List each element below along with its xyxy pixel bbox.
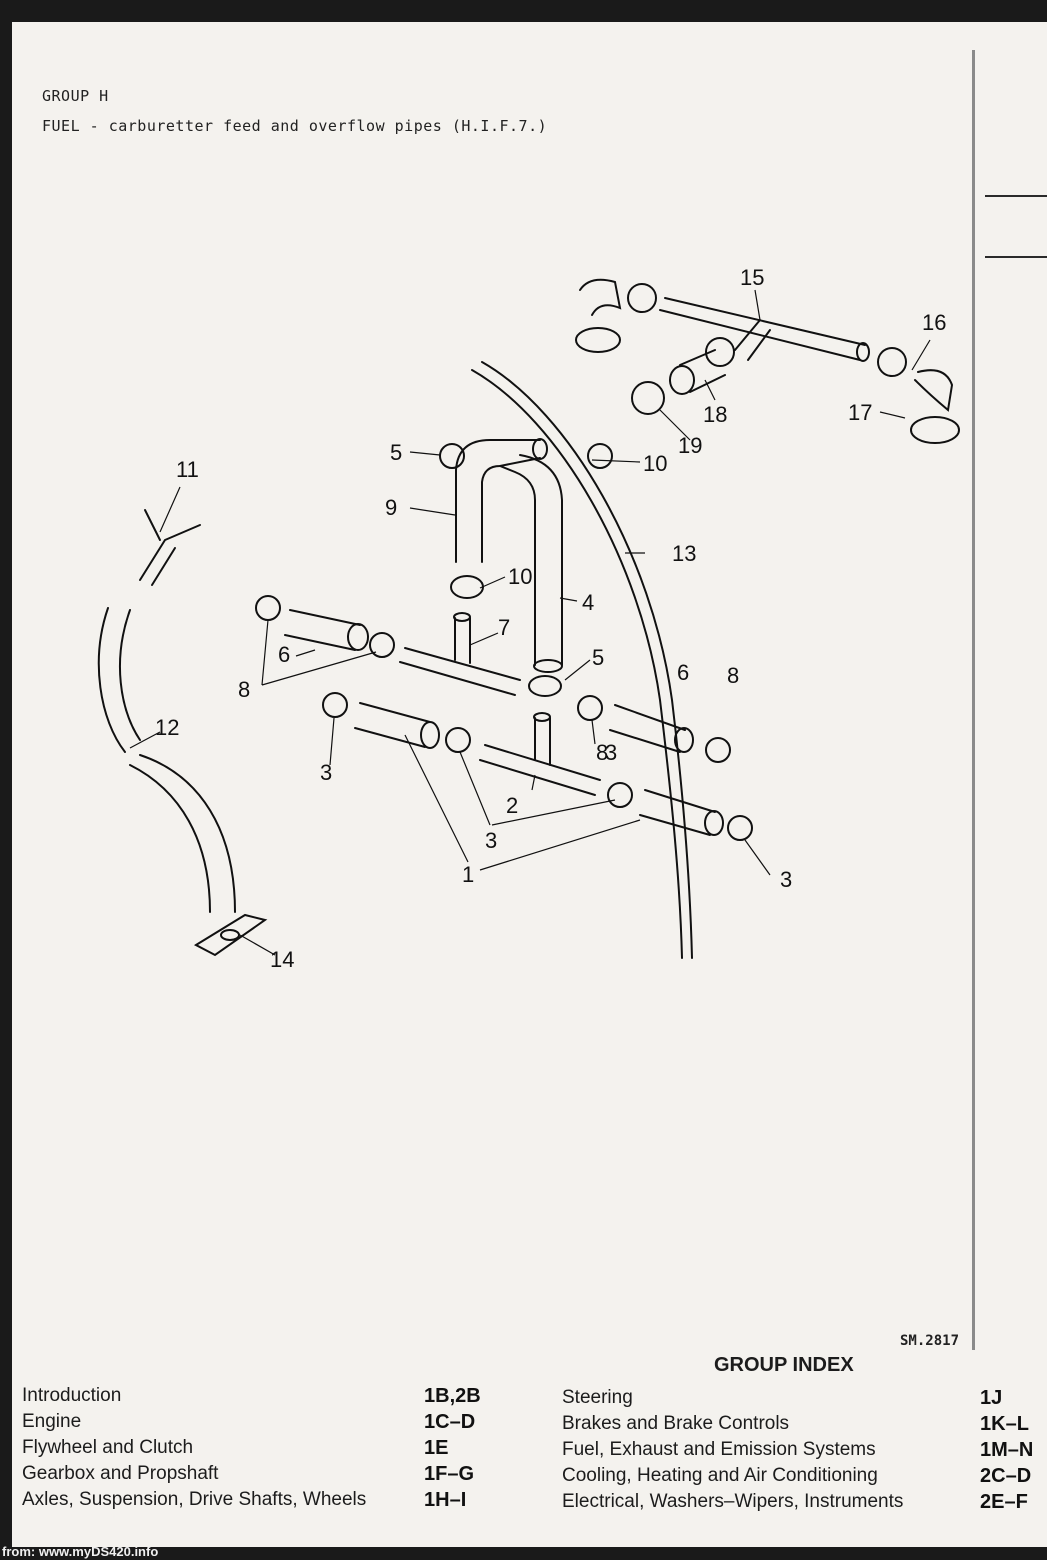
callout-label: 6: [677, 660, 689, 685]
callout-label: 14: [270, 947, 294, 972]
callout-label: 11: [176, 457, 199, 482]
manual-page: [12, 22, 1047, 1547]
callout-label: 9: [385, 495, 397, 520]
index-entry: Axles, Suspension, Drive Shafts, Wheels: [22, 1489, 367, 1510]
callout-label: 1: [462, 862, 474, 887]
index-entry: Steering: [562, 1387, 633, 1408]
index-code: 1J: [980, 1387, 1003, 1409]
bracket-14: [193, 913, 268, 957]
index-entry: Electrical, Washers–Wipers, Instruments: [562, 1491, 904, 1512]
callout-label: 3: [605, 740, 617, 765]
callout-labels: 1 2 3 3 3 3 4 5 5 6 6 7 8 8 8 9 10 10 11…: [155, 265, 946, 972]
index-code: 2E–F: [980, 1491, 1028, 1513]
index-code: 1F–G: [424, 1463, 475, 1485]
index-entry: Flywheel and Clutch: [22, 1437, 194, 1458]
callout-label: 10: [508, 564, 532, 589]
hose-1: [354, 702, 431, 748]
page-edge-strip: [972, 50, 975, 1350]
callout-label: 17: [848, 400, 872, 425]
index-entry: Cooling, Heating and Air Conditioning: [562, 1465, 878, 1486]
index-entry: Engine: [22, 1411, 82, 1432]
group-index-title: GROUP INDEX: [714, 1354, 854, 1376]
t-pipe-15: [659, 297, 866, 361]
callout-label: 15: [740, 265, 764, 290]
margin-rule: [985, 256, 1047, 258]
index-entry: Fuel, Exhaust and Emission Systems: [562, 1439, 876, 1460]
callout-label: 8: [238, 677, 250, 702]
callout-label: 7: [498, 615, 510, 640]
index-entry: Introduction: [22, 1385, 122, 1406]
source-footer: from: www.myDS420.info: [2, 1544, 159, 1559]
page-title: FUEL - carburetter feed and overflow pip…: [42, 117, 548, 135]
callout-label: 5: [390, 440, 402, 465]
callout-label: 5: [592, 645, 604, 670]
callout-label: 2: [506, 793, 518, 818]
callout-label: 13: [672, 541, 696, 566]
callout-label: 8: [596, 740, 608, 765]
callout-label: 8: [727, 663, 739, 688]
t-piece-7: [399, 647, 521, 696]
index-code: 1E: [424, 1437, 449, 1459]
index-code: 1H–I: [424, 1489, 467, 1511]
callout-label: 3: [320, 760, 332, 785]
index-code: 1M–N: [980, 1439, 1034, 1461]
callout-label: 16: [922, 310, 946, 335]
callout-label: 12: [155, 715, 179, 740]
overflow-pipe: [471, 369, 683, 959]
bent-pipe-9: [455, 439, 541, 563]
index-code: 1K–L: [980, 1413, 1029, 1435]
callout-label: 19: [678, 433, 702, 458]
fuel-pipe-12: [97, 607, 126, 753]
index-code: 2C–D: [980, 1465, 1032, 1487]
callout-label: 4: [582, 590, 594, 615]
index-code: 1C–D: [424, 1411, 476, 1433]
callout-label: 3: [780, 867, 792, 892]
y-connector-11: [139, 509, 201, 586]
callout-label: 10: [643, 451, 667, 476]
index-entry: Gearbox and Propshaft: [22, 1463, 219, 1484]
margin-rule: [985, 195, 1047, 197]
index-entry: Brakes and Brake Controls: [562, 1413, 790, 1434]
figure-reference: SM.2817: [900, 1333, 960, 1349]
hose-6: [284, 609, 361, 651]
index-code: 1B,2B: [424, 1385, 481, 1407]
callout-label: 6: [278, 642, 290, 667]
callout-label: 18: [703, 402, 727, 427]
bent-pipe-4: [499, 465, 536, 666]
group-label: GROUP H: [42, 87, 109, 105]
callout-label: 3: [485, 828, 497, 853]
t-piece-2: [479, 744, 601, 796]
